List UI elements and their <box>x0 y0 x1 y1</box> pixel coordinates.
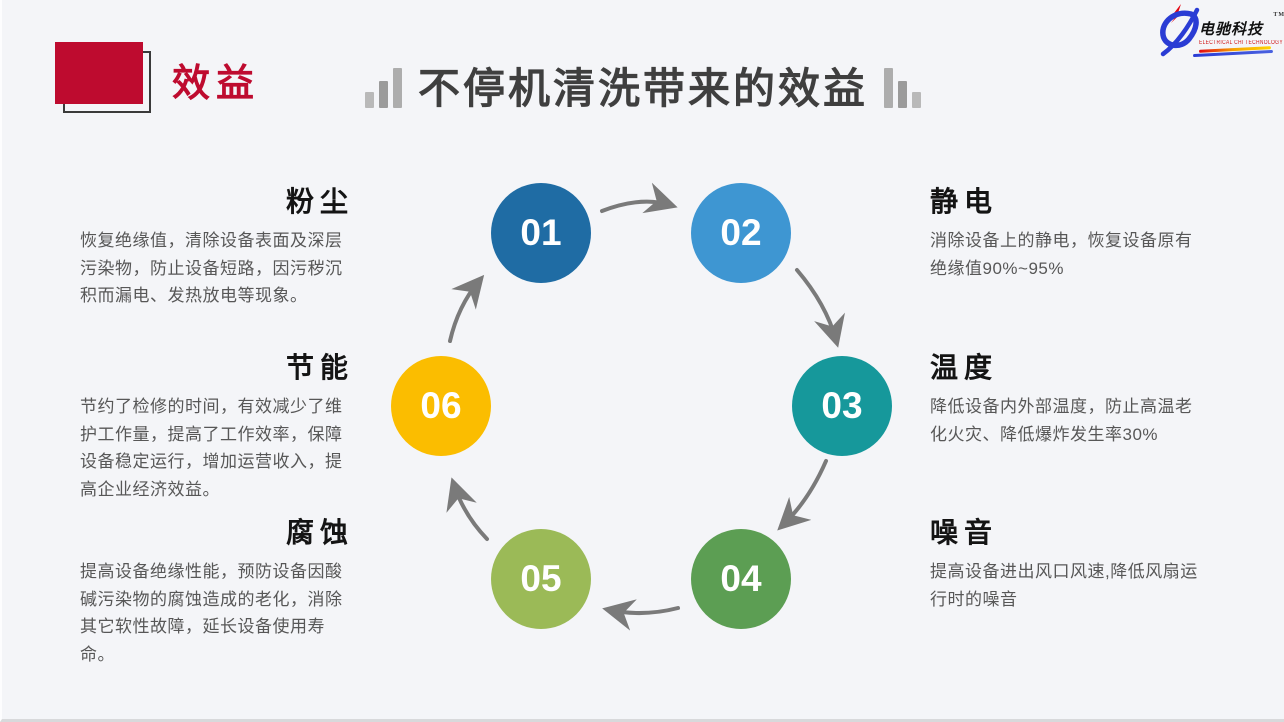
corner-tag-label: 效益 <box>172 63 261 105</box>
bar-icon <box>884 68 893 109</box>
logo-subtitle: ELECTRICAL CHI TECHNOLOGY <box>1199 40 1283 46</box>
benefit-heading: 腐蚀 <box>285 517 354 548</box>
arrow-step6-to-step1 <box>448 274 485 343</box>
page-title: 不停机清洗带来的效益 <box>417 65 868 112</box>
benefit-body: 提高设备进出风口风速,降低风扇运行时的噪音 <box>930 562 1198 609</box>
benefit-body: 节约了检修的时间，有效减少了维护工作量，提高了工作效率，保障设备稳定运行，增加运… <box>80 397 343 499</box>
benefit-body: 恢复绝缘值，清除设备表面及深层污染物，防止设备短路，因污秽沉积而漏电、发热放电等… <box>80 231 343 306</box>
bar-icon <box>378 81 388 109</box>
benefit-block-static: 静电 消除设备上的静电，恢复设备原有绝缘值90%~95% <box>930 180 1204 282</box>
benefit-block-energy-saving: 节能 节约了检修的时间，有效减少了维护工作量，提高了工作效率，保障设备稳定运行，… <box>80 346 354 503</box>
logo-d-swoosh-icon <box>1160 4 1200 57</box>
bar-icon <box>392 68 402 109</box>
step-number: 01 <box>520 212 562 253</box>
benefit-block-noise: 噪音 提高设备进出风口风速,降低风扇运行时的噪音 <box>930 511 1204 613</box>
benefit-block-dust: 粉尘 恢复绝缘值，清除设备表面及深层污染物，防止设备短路，因污秽沉积而漏电、发热… <box>80 180 354 310</box>
corner-tag-red-rect <box>55 42 143 104</box>
bar-icon <box>912 92 921 109</box>
bar-chart-decoration-right <box>884 68 921 112</box>
cycle-step-6: 06 <box>391 356 491 456</box>
step-number: 02 <box>720 212 762 253</box>
arrow-step2-to-step3 <box>795 268 845 348</box>
step-number: 06 <box>420 385 462 426</box>
bar-chart-decoration-left <box>364 68 402 112</box>
title-row: 不停机清洗带来的效益 <box>2 65 1284 112</box>
benefit-block-corrosion: 腐蚀 提高设备绝缘性能，预防设备因酸碱污染物的腐蚀造成的老化，消除其它软性故障，… <box>80 511 354 668</box>
benefit-heading: 温度 <box>930 352 999 383</box>
step-number: 05 <box>520 558 562 599</box>
trademark-symbol: TM <box>1273 12 1284 18</box>
cycle-step-4: 04 <box>691 529 791 629</box>
cycle-step-2: 02 <box>691 183 791 283</box>
bar-icon <box>364 92 374 109</box>
arrow-step4-to-step5 <box>602 599 680 631</box>
benefit-block-temperature: 温度 降低设备内外部温度，防止高温老化火灾、降低爆炸发生率30% <box>930 346 1204 448</box>
bar-icon <box>898 81 907 109</box>
benefit-heading: 噪音 <box>930 517 999 548</box>
cycle-step-3: 03 <box>792 356 892 456</box>
benefit-body: 消除设备上的静电，恢复设备原有绝缘值90%~95% <box>930 231 1193 278</box>
arrow-step5-to-step6 <box>446 477 489 541</box>
benefit-body: 提高设备绝缘性能，预防设备因酸碱污染物的腐蚀造成的老化，消除其它软性故障，延长设… <box>80 562 343 664</box>
cycle-step-1: 01 <box>491 183 591 283</box>
cycle-step-5: 05 <box>491 529 591 629</box>
step-number: 04 <box>720 558 762 599</box>
benefit-heading: 静电 <box>930 186 999 217</box>
benefit-heading: 节能 <box>285 352 354 383</box>
step-number: 03 <box>821 385 863 426</box>
arrow-step3-to-step4 <box>777 459 828 531</box>
benefit-heading: 粉尘 <box>285 186 354 217</box>
benefit-body: 降低设备内外部温度，防止高温老化火灾、降低爆炸发生率30% <box>930 397 1193 444</box>
arrow-step1-to-step2 <box>600 182 678 214</box>
